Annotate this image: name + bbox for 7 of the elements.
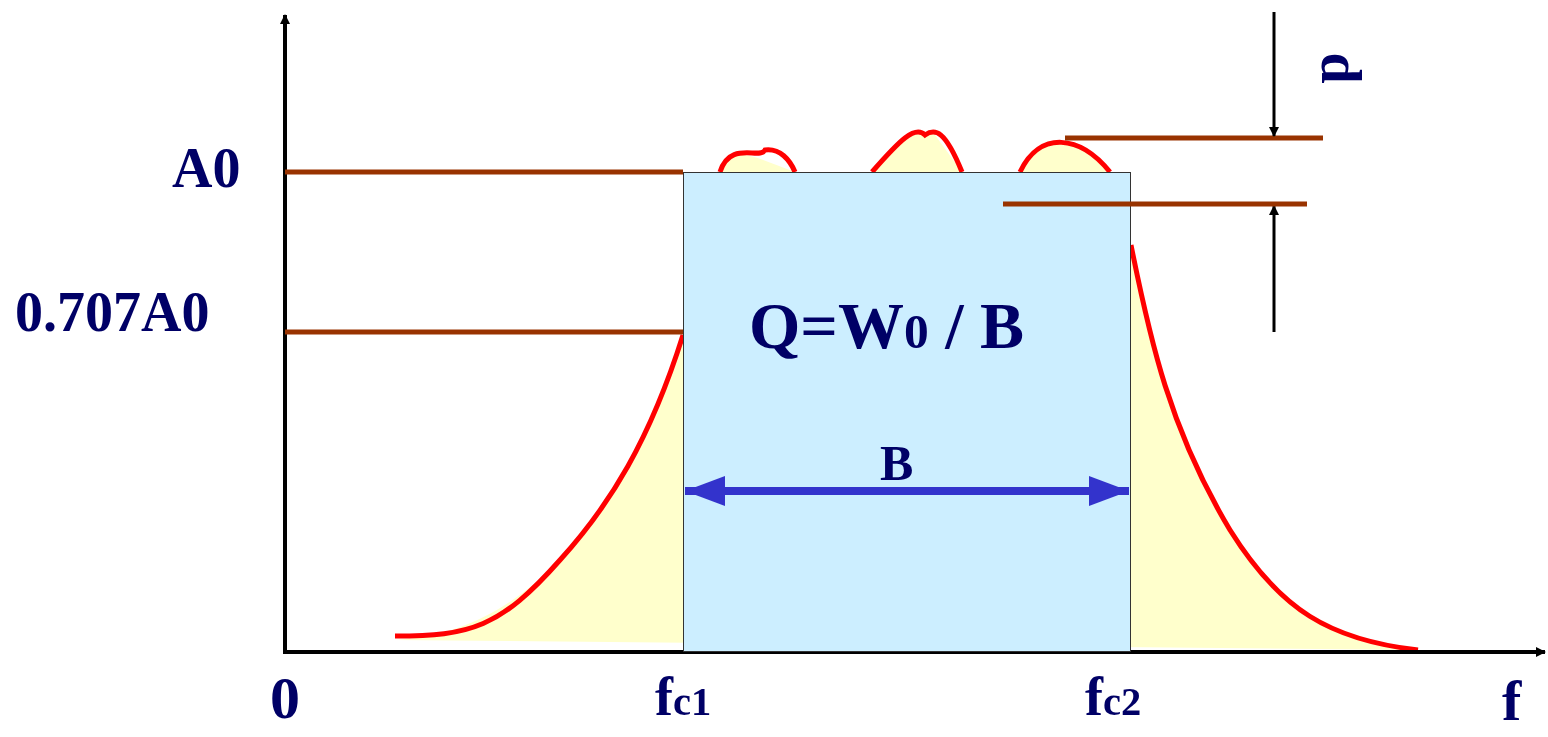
axis-value-label: A0 <box>172 140 241 196</box>
dimension-label: B <box>880 438 914 488</box>
axis-title: f <box>1502 672 1522 730</box>
axis-value-label: 0.707A0 <box>15 284 210 340</box>
axis-origin-label: 0 <box>270 668 300 728</box>
dimension-label: d <box>1312 52 1369 84</box>
passband-box <box>683 172 1131 652</box>
